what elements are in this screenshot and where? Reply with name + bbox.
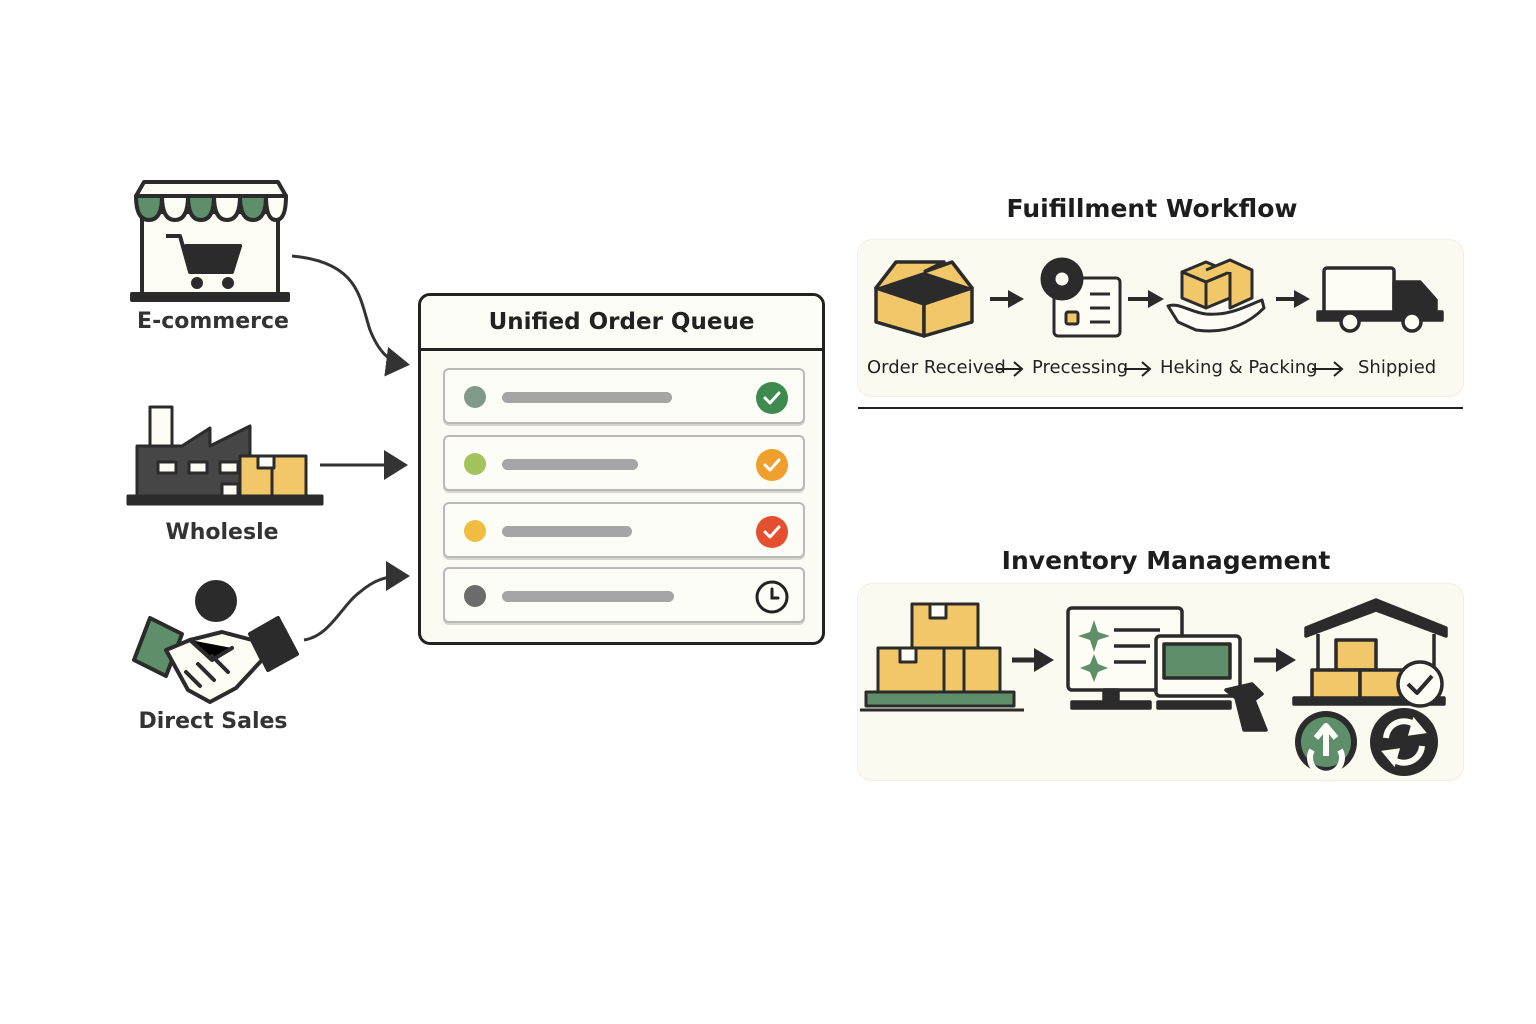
check-circle-icon (756, 382, 788, 414)
source-label-wholesale: Wholesle (165, 520, 279, 545)
queue-row[interactable] (443, 435, 805, 491)
truck-icon (1316, 266, 1444, 333)
factory-icon (126, 405, 324, 506)
step-arrow-icon (996, 361, 1024, 377)
order-queue-panel: Unified Order Queue (418, 293, 825, 645)
storefront-cart-icon (130, 180, 290, 302)
clock-icon (755, 580, 789, 614)
source-arrows (291, 254, 410, 642)
row-placeholder-bar (502, 459, 638, 470)
inventory-title: Inventory Management (1001, 546, 1331, 575)
hand-boxes-icon (1166, 258, 1266, 333)
row-status-dot (464, 585, 486, 607)
row-status-dot (464, 386, 486, 408)
order-queue-title: Unified Order Queue (421, 296, 822, 351)
row-placeholder-bar (502, 392, 672, 403)
row-placeholder-bar (502, 526, 632, 537)
row-status-dot (464, 453, 486, 475)
computer-scanner-icon (1066, 606, 1268, 732)
queue-row[interactable] (443, 368, 805, 424)
source-label-direct-sales: Direct Sales (138, 709, 288, 734)
fulfillment-title: Fuifillment Workflow (1006, 194, 1298, 223)
queue-row[interactable] (443, 567, 805, 623)
handshake-icon (132, 580, 299, 704)
step-label-processing: Precessing (1032, 357, 1129, 378)
step-arrow-icon (1124, 361, 1152, 377)
step-label-picking-packing: Heking & Packing (1160, 357, 1318, 378)
gear-checklist-icon (1040, 257, 1122, 338)
section-divider (858, 407, 1463, 409)
step-label-shipped: Shippied (1358, 357, 1437, 378)
pallet-boxes-icon (860, 602, 1024, 712)
row-status-dot (464, 520, 486, 542)
arrow-direct-to-queue (303, 561, 410, 642)
step-arrow-icon (1312, 361, 1344, 377)
row-placeholder-bar (502, 591, 674, 602)
sync-icon (1370, 708, 1438, 776)
workflow-arrow-head (1294, 290, 1310, 308)
arrow-ecommerce-to-queue (291, 254, 410, 377)
inventory-arrow-head (1034, 648, 1054, 672)
workflow-arrow-head (1148, 290, 1164, 308)
check-circle-icon (756, 449, 788, 481)
inventory-arrow-head (1276, 648, 1296, 672)
warehouse-check-icon (1292, 598, 1448, 708)
upload-icon (1295, 711, 1357, 777)
open-box-icon (874, 260, 974, 338)
source-label-ecommerce: E-commerce (137, 309, 289, 334)
queue-row[interactable] (443, 502, 805, 558)
step-label-order-received: Order Received (867, 357, 1006, 378)
workflow-arrow-head (1008, 290, 1024, 308)
check-circle-icon (756, 516, 788, 548)
